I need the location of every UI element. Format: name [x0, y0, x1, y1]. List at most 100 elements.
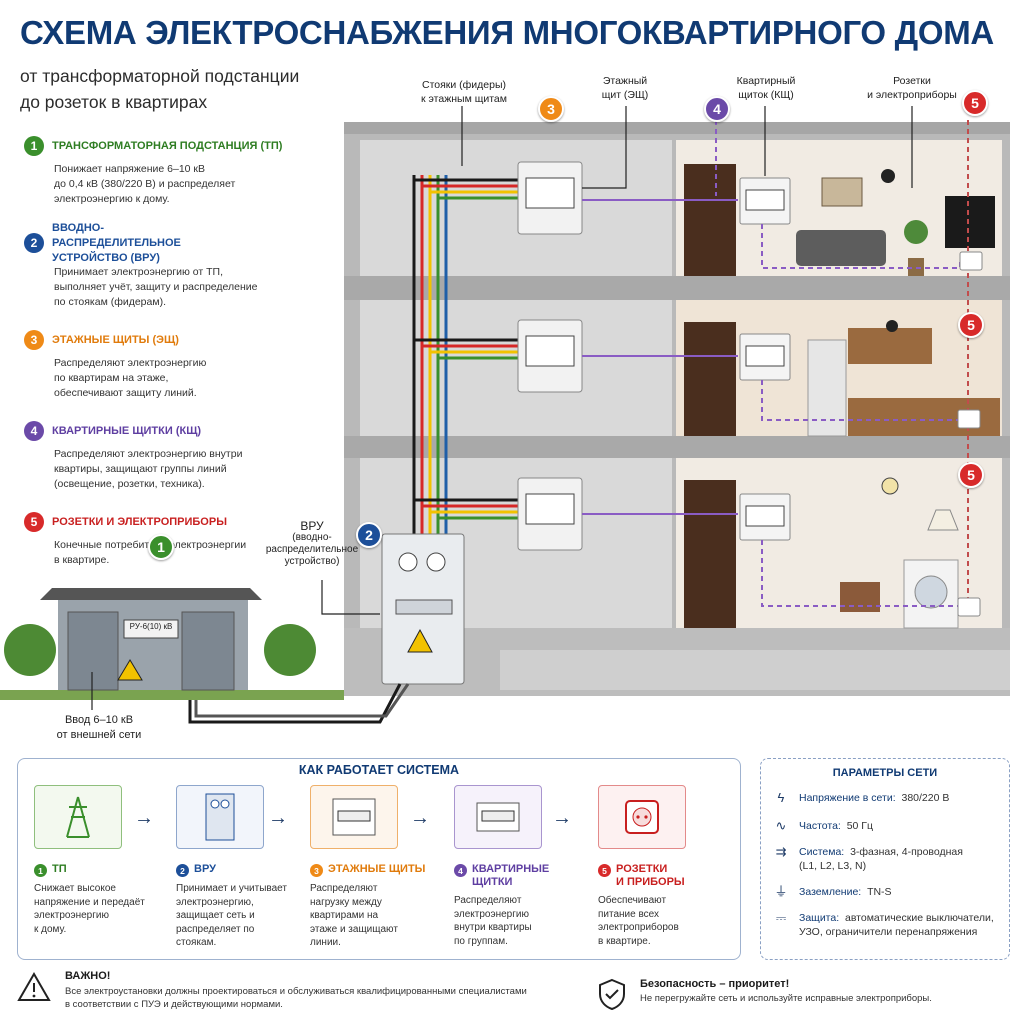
legend-description: Распределяют электроэнергию внутри кварт… [54, 447, 284, 492]
apartment-panel [739, 333, 791, 381]
cabinet-icon [176, 785, 264, 849]
apartment-panel [739, 493, 791, 541]
vru-label: ВРУ (вводно- распределительное устройств… [262, 520, 362, 568]
floor-panel [517, 161, 583, 235]
floor-slab [344, 436, 1010, 458]
frequency-icon: ∿ [775, 818, 787, 833]
callout-apartment-panel: Квартирный щиток (КЩ) [726, 74, 806, 102]
ceiling-lamp [881, 169, 895, 183]
note-title: ВАЖНО! [65, 970, 111, 982]
substation-sign: РУ-6(10) кВ [129, 622, 173, 631]
param-label: Частота: [799, 820, 841, 832]
page-title: СХЕМА ЭЛЕКТРОСНАБЖЕНИЯ МНОГОКВАРТИРНОГО … [20, 14, 994, 51]
desc-line: электроэнергию [34, 910, 109, 921]
arrow-right-icon: → [268, 807, 288, 829]
step-description: Снижает высокое напряжение и передаёт эл… [34, 882, 154, 936]
step-name: ЭТАЖНЫЕ ЩИТЫ [328, 863, 426, 875]
callout-line: Розетки [893, 75, 931, 87]
callout-line: щиток (КЩ) [738, 89, 794, 101]
callout-line: Этажный [602, 75, 648, 87]
desc-line: по стоякам (фидерам). [54, 296, 166, 308]
tv [945, 196, 995, 248]
kitchen-lamp [886, 320, 898, 332]
badge-sockets: 5 [958, 312, 984, 338]
transmission-tower-icon [34, 785, 122, 849]
desc-line: в квартире. [598, 935, 651, 947]
badge-substation: 1 [148, 534, 174, 560]
desc-line: обеспечивают защиту линий. [54, 387, 197, 399]
callout-floor-panel: Этажный щит (ЭЩ) [585, 74, 665, 102]
desc-line: Снижает высокое [34, 883, 116, 894]
step-description: Распределяют нагрузку между квартирами н… [310, 882, 430, 950]
desc-line: к дому. [34, 923, 67, 935]
vru-long-line: (вводно- [292, 532, 332, 543]
desc-line: этаже и защищают [310, 923, 398, 935]
apartment-panel-icon [454, 785, 542, 849]
param-value: TN-S [867, 886, 892, 898]
param-label: Защита: [799, 912, 840, 924]
callout-line: к этажным щитам [421, 93, 507, 105]
desc-line: Принимает электроэнергию от ТП, [54, 266, 224, 278]
desc-line: напряжение и передаёт [34, 896, 145, 908]
number-badge: 1 [24, 136, 44, 156]
number-badge: 5 [598, 864, 611, 877]
param-row: ⏚ Заземление: TN-S [773, 885, 1003, 899]
callout-line: и электроприборы [867, 89, 957, 101]
name-line: КВАРТИРНЫЕ [472, 863, 550, 875]
callout-sockets: Розетки и электроприборы [856, 74, 968, 102]
name-line: РОЗЕТКИ [616, 863, 668, 875]
page-subtitle: от трансформаторной подстанции до розето… [20, 63, 340, 115]
desc-line: Обеспечивают [598, 895, 667, 906]
kitchen-cabinets-upper [848, 328, 932, 364]
legend-description: Принимает электроэнергию от ТП, выполняе… [54, 265, 284, 310]
socket [957, 409, 981, 429]
legend-title: РОЗЕТКИ И ЭЛЕКТРОПРИБОРЫ [52, 515, 227, 528]
important-note: ВАЖНО! Все электроустановки должны проек… [17, 968, 577, 1016]
apartment-feed-lines [582, 120, 969, 607]
params-title: ПАРАМЕТРЫ СЕТИ [832, 767, 938, 779]
step-name: ТП [52, 863, 67, 875]
building-illustration [0, 106, 1010, 724]
desc-line: Распределяют [454, 895, 522, 906]
step-description: Принимает и учитывает электроэнергию, за… [176, 882, 296, 950]
callout-line: Квартирный [736, 75, 796, 87]
badge-vru: 2 [356, 522, 382, 548]
vru-short: ВРУ [300, 519, 324, 533]
socket [957, 597, 981, 617]
warning-icon [17, 972, 51, 1001]
arrow-right-icon: → [410, 807, 430, 829]
callout-line: щит (ЭЩ) [601, 89, 649, 101]
stairwell-floor-2 [360, 300, 672, 436]
plant-leaves [904, 220, 928, 244]
basement-window-band [500, 650, 1010, 690]
desc-line: Распределяют электроэнергию [54, 357, 207, 369]
legend-description: Понижает напряжение 6–10 кВ до 0,4 кВ (3… [54, 162, 284, 207]
socket-icon [598, 785, 686, 849]
desc-line: защищает сеть и [176, 910, 255, 921]
vru-long-line: распределительное [265, 544, 359, 555]
callout-pointers [91, 106, 913, 710]
floor-panel-icon [310, 785, 398, 849]
desc-line: внутри квартиры [454, 922, 532, 933]
plug-icon: ⎓ [775, 910, 787, 925]
param-value: УЗО, ограничители перенапряжения [799, 926, 978, 938]
input-line: от внешней сети [56, 729, 142, 741]
floor-panel [517, 477, 583, 551]
step-name: ВРУ [194, 863, 216, 875]
shield-check-icon [599, 978, 625, 1010]
param-row: ⎓ Защита: автоматические выключатели,УЗО… [773, 911, 1003, 939]
lightning-icon: ϟ [777, 790, 785, 805]
pendant-lamp [881, 477, 899, 495]
vru-cabinet [381, 533, 465, 685]
param-row: ϟ Напряжение в сети: 380/220 В [773, 791, 1003, 805]
washing-machine-door [914, 575, 948, 609]
subtitle-line: от трансформаторной подстанции [20, 66, 300, 86]
desc-line: в квартире. [54, 554, 110, 566]
number-badge: 5 [24, 512, 44, 532]
door [684, 480, 736, 628]
